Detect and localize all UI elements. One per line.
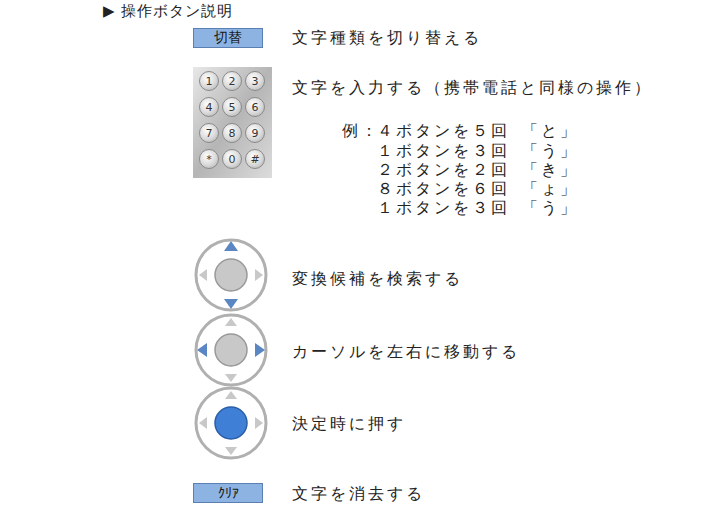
function-button: ｸﾘｱ bbox=[193, 483, 263, 503]
button-label: 5 bbox=[229, 101, 236, 114]
description: 変換候補を検索する bbox=[292, 269, 463, 289]
keypad-key: 5 bbox=[222, 97, 242, 117]
keypad-key: 6 bbox=[245, 97, 265, 117]
example-char: 「う」 bbox=[522, 198, 579, 218]
button-label: 7 bbox=[206, 127, 213, 140]
button-label: * bbox=[206, 153, 212, 166]
keypad-key: 3 bbox=[245, 71, 265, 91]
button-label: # bbox=[250, 153, 259, 166]
dpad-leftright bbox=[196, 315, 266, 385]
example-keys: ２ボタンを２回 bbox=[377, 160, 510, 180]
button-label: 2 bbox=[229, 75, 236, 88]
description: 文字種類を切り替える bbox=[292, 28, 482, 48]
button-label: 切替 bbox=[214, 29, 242, 47]
dpad-center bbox=[196, 388, 266, 458]
button-label: 6 bbox=[252, 101, 259, 114]
button-label: ｸﾘｱ bbox=[218, 485, 239, 501]
keypad-key: 8 bbox=[222, 123, 242, 143]
example-char: 「き」 bbox=[522, 160, 579, 180]
keypad-key: 4 bbox=[199, 97, 219, 117]
function-button: 切替 bbox=[193, 28, 263, 48]
description: カーソルを左右に移動する bbox=[292, 342, 520, 362]
example-keys: １ボタンを３回 bbox=[377, 198, 510, 218]
keypad-key: 7 bbox=[199, 123, 219, 143]
keypad-key: # bbox=[245, 149, 265, 169]
example-keys: １ボタンを３回 bbox=[377, 141, 510, 161]
button-label: 0 bbox=[229, 153, 236, 166]
button-label: 8 bbox=[229, 127, 236, 140]
button-label: 4 bbox=[206, 101, 213, 114]
keypad-key: * bbox=[199, 149, 219, 169]
example-prefix: 例： bbox=[342, 121, 380, 141]
dpad-updown bbox=[196, 240, 266, 310]
example-keys: ８ボタンを６回 bbox=[377, 179, 510, 199]
keypad-key: 1 bbox=[199, 71, 219, 91]
button-label: 9 bbox=[252, 127, 259, 140]
example-char: 「と」 bbox=[522, 121, 579, 141]
example-keys: ４ボタンを５回 bbox=[377, 121, 510, 141]
button-label: 3 bbox=[252, 75, 259, 88]
keypad-key: 9 bbox=[245, 123, 265, 143]
description: 文字を消去する bbox=[292, 484, 425, 504]
keypad-key: 0 bbox=[222, 149, 242, 169]
description: 決定時に押す bbox=[292, 414, 406, 434]
description: 文字を入力する（携帯電話と同様の操作） bbox=[292, 78, 653, 98]
section-title: ▶ 操作ボタン説明 bbox=[103, 1, 233, 21]
keypad-plate bbox=[193, 67, 272, 178]
button-label: 1 bbox=[206, 75, 213, 88]
keypad-key: 2 bbox=[222, 71, 242, 91]
example-char: 「う」 bbox=[522, 141, 579, 161]
example-char: 「ょ」 bbox=[522, 179, 579, 199]
